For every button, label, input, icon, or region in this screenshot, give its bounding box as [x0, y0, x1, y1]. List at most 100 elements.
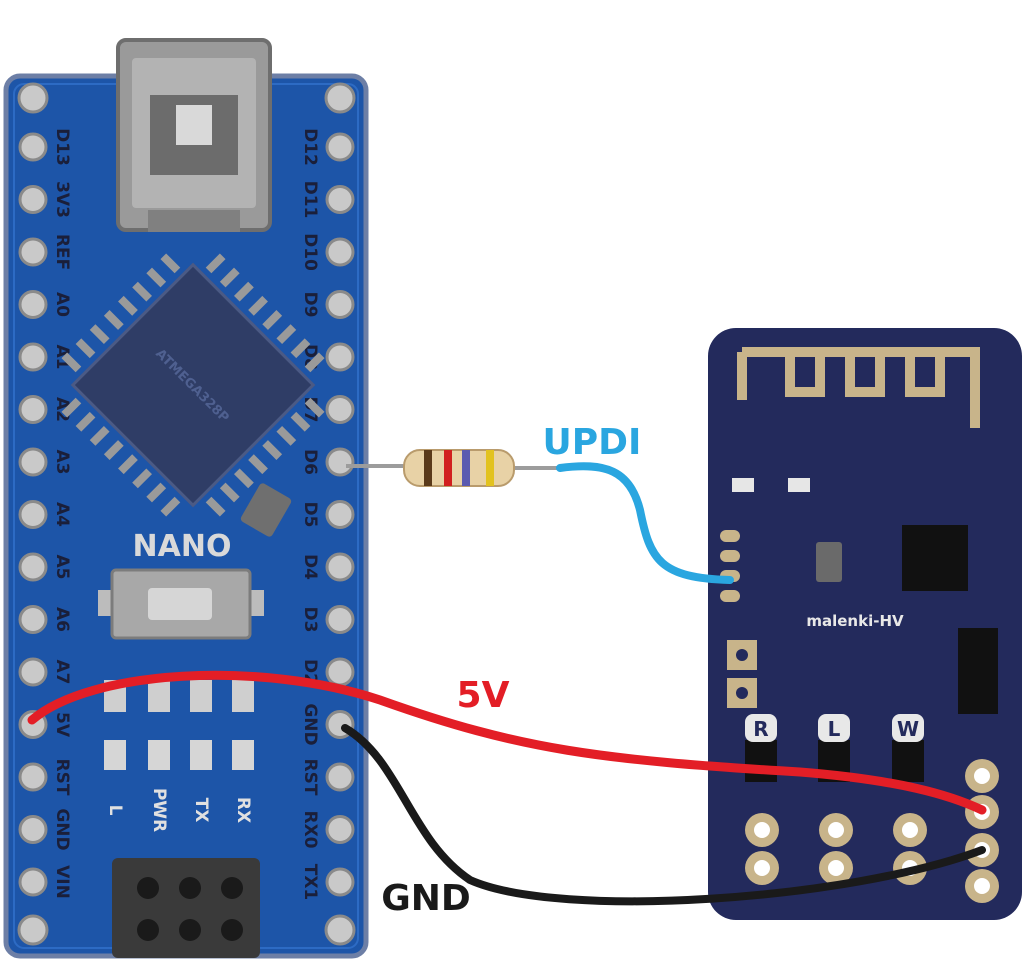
- chip-pin: [219, 482, 240, 503]
- programmer-button-tag: [745, 714, 777, 742]
- chip-pin: [248, 454, 268, 475]
- right-pin-label: TX1: [300, 864, 320, 901]
- left-pin-hole: [18, 815, 48, 844]
- chip-pin: [132, 281, 152, 302]
- chip-pin: [61, 397, 82, 418]
- left-pin-hole: [18, 762, 48, 792]
- left-pin-hole: [18, 552, 48, 582]
- chip-pin: [103, 310, 124, 330]
- usb-connector: [116, 38, 272, 232]
- left-pin-label: A5: [52, 555, 72, 580]
- right-pin-hole: [325, 762, 355, 792]
- left-pin-label: A4: [52, 502, 72, 527]
- right-pin-label: RX0: [300, 810, 320, 848]
- programmer-button-tag: [892, 714, 924, 742]
- programmer-button-label: R: [753, 717, 768, 741]
- right-pin-label: D4: [300, 554, 320, 580]
- crystal-component: [240, 483, 292, 537]
- chip-pin: [219, 267, 240, 288]
- left-pin-label: VIN: [52, 865, 72, 899]
- chip-pin: [290, 411, 311, 432]
- right-pin-hole: [325, 657, 355, 687]
- chip-pin: [132, 468, 152, 489]
- chip-pin: [146, 267, 167, 288]
- left-pin-label: 3V3: [52, 181, 72, 218]
- right-pin-hole: [325, 552, 355, 582]
- right-pin-hole: [325, 867, 355, 897]
- right-pin-label: D3: [300, 607, 320, 633]
- chip-pin: [290, 338, 311, 359]
- right-pin-label: D6: [300, 449, 320, 475]
- led-label: PWR: [149, 788, 169, 832]
- chip-pin: [160, 253, 181, 274]
- left-pin-label: REF: [52, 234, 72, 270]
- chip-pin: [262, 440, 283, 460]
- led-label: RX: [233, 797, 253, 823]
- chip-pin: [248, 295, 268, 316]
- left-pin-label: D13: [52, 128, 72, 166]
- chip-pin: [205, 253, 226, 274]
- chip-pin: [75, 411, 96, 432]
- left-pin-hole: [18, 290, 48, 319]
- chip-pin: [103, 440, 124, 460]
- left-pin-label: RST: [52, 759, 72, 796]
- right-pin-label: D5: [300, 502, 320, 528]
- programmer-button-tag: [818, 714, 850, 742]
- chip-pin: [205, 496, 226, 517]
- right-pin-hole: [325, 237, 355, 267]
- chip-pin: [234, 281, 254, 302]
- reset-button[interactable]: [98, 568, 264, 640]
- chip-pin: [75, 338, 96, 359]
- chip-pin: [304, 352, 325, 373]
- left-pin-label: A7: [52, 660, 72, 685]
- updi-wire: [556, 462, 734, 584]
- programmer-button-label: L: [828, 717, 841, 741]
- right-pin-label: RST: [300, 759, 320, 796]
- left-pin-hole: [18, 185, 48, 214]
- chip-pin: [146, 482, 167, 503]
- updi-label: UPDI: [543, 422, 642, 463]
- left-pin-hole: [18, 132, 48, 162]
- smd-components: [104, 680, 254, 770]
- right-pin-hole: [325, 342, 355, 372]
- chip-pin: [304, 397, 325, 418]
- programmer-button-label: W: [897, 717, 919, 741]
- left-pin-hole: [18, 605, 48, 634]
- left-pin-hole: [18, 237, 48, 267]
- chip-pin: [276, 324, 297, 344]
- icsp-header: [112, 858, 260, 958]
- right-pin-hole: [325, 185, 355, 214]
- chip-pin: [89, 324, 110, 344]
- right-pin-hole: [325, 447, 355, 477]
- updi-resistor: [346, 449, 566, 487]
- left-pin-hole: [18, 342, 48, 372]
- left-pin-hole: [18, 447, 48, 477]
- chip-pin: [160, 496, 181, 517]
- left-pin-header: [18, 132, 48, 897]
- chip-pin: [118, 454, 138, 475]
- chip-pin: [276, 426, 297, 446]
- wires: [27, 449, 987, 906]
- right-pin-label: D10: [300, 233, 320, 271]
- right-pin-header: [325, 132, 355, 897]
- right-pin-label: D9: [300, 292, 320, 318]
- left-pin-hole: [18, 657, 48, 687]
- right-pin-label: D12: [300, 128, 320, 166]
- left-pin-hole: [18, 500, 48, 529]
- vcc-wire: [27, 670, 987, 815]
- left-pin-label: 5V: [52, 712, 72, 738]
- right-pin-hole: [325, 500, 355, 529]
- vcc-label: 5V: [457, 675, 510, 716]
- led-label: L: [105, 805, 125, 816]
- chip-pin: [234, 468, 254, 489]
- left-pin-label: A0: [52, 292, 72, 317]
- right-pin-hole: [325, 815, 355, 844]
- right-pin-hole: [325, 395, 355, 424]
